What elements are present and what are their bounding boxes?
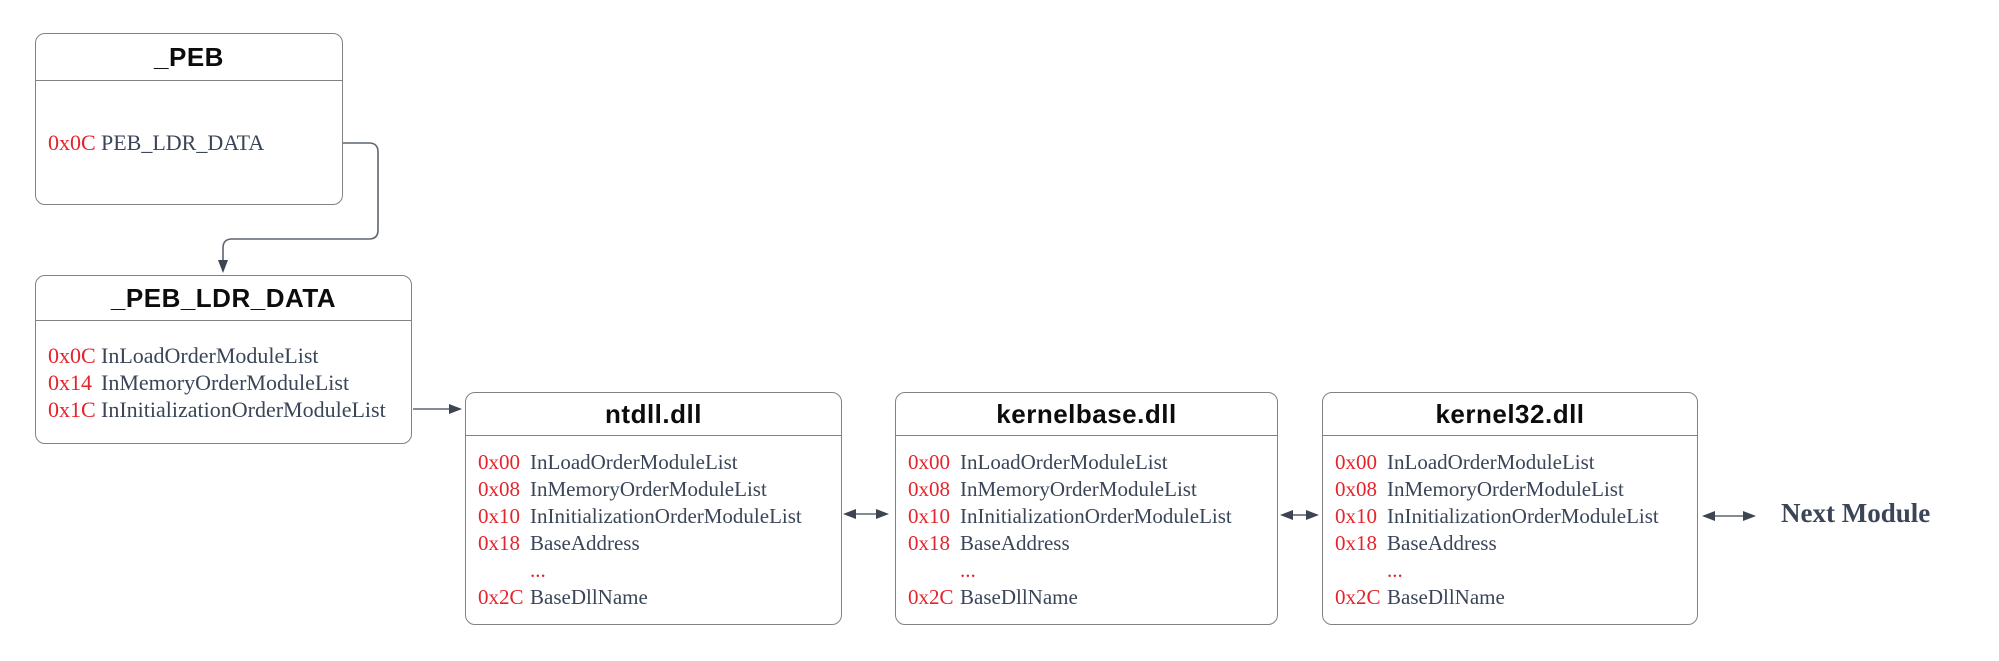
field-offset: 0x2C (478, 585, 524, 609)
field-name: BaseDllName (960, 585, 1078, 609)
field-name: InLoadOrderModuleList (1387, 450, 1595, 474)
peb-node-title: _PEB (36, 34, 342, 81)
field-name: InInitializationOrderModuleList (1387, 504, 1659, 528)
module-node-title: ntdll.dll (466, 393, 841, 436)
field-offset: 0x14 (48, 369, 92, 395)
peb-node-body: 0x0C PEB_LDR_DATA (36, 81, 342, 204)
field-offset: 0x10 (1335, 504, 1377, 528)
module-node-kernel32: kernel32.dll 0x00 InLoadOrderModuleList … (1322, 392, 1698, 625)
next-module-label: Next Module (1781, 498, 1931, 528)
struct-field-row: 0x18 BaseAddress (1335, 530, 1685, 557)
field-offset: 0x2C (1335, 585, 1381, 609)
field-name: BaseAddress (530, 531, 640, 555)
peb-ldr-data-node-body: 0x0C InLoadOrderModuleList 0x14 InMemory… (36, 321, 411, 443)
field-name: InMemoryOrderModuleList (1387, 477, 1624, 501)
field-name: PEB_LDR_DATA (101, 130, 265, 155)
field-name: BaseDllName (530, 585, 648, 609)
field-offset: 0x2C (908, 585, 954, 609)
field-offset: 0x10 (478, 504, 520, 528)
field-name: ... (960, 558, 976, 582)
field-offset: 0x08 (478, 477, 520, 501)
struct-field-row: 0x0C InLoadOrderModuleList (48, 342, 399, 369)
module-node-body: 0x00 InLoadOrderModuleList 0x08 InMemory… (1323, 436, 1697, 624)
field-name: BaseDllName (1387, 585, 1505, 609)
struct-field-row: 0x08 InMemoryOrderModuleList (478, 476, 829, 503)
field-offset: 0x18 (1335, 531, 1377, 555)
struct-field-row: 0x10 InInitializationOrderModuleList (908, 503, 1265, 530)
field-name: ... (530, 558, 546, 582)
field-name: BaseAddress (960, 531, 1070, 555)
field-offset: 0x00 (478, 450, 520, 474)
field-offset: 0x18 (908, 531, 950, 555)
field-offset: 0x00 (1335, 450, 1377, 474)
struct-field-row: 0x10 InInitializationOrderModuleList (478, 503, 829, 530)
field-offset: 0x0C (48, 130, 96, 155)
field-name: InInitializationOrderModuleList (101, 396, 386, 422)
struct-field-row-ellipsis: ... (478, 557, 829, 584)
field-name: ... (1387, 558, 1403, 582)
struct-field-row: 0x00 InLoadOrderModuleList (1335, 449, 1685, 476)
struct-field-row: 0x0C PEB_LDR_DATA (48, 129, 330, 156)
module-node-body: 0x00 InLoadOrderModuleList 0x08 InMemory… (896, 436, 1277, 624)
field-offset: 0x18 (478, 531, 520, 555)
field-offset: 0x1C (48, 396, 96, 422)
field-offset: 0x0C (48, 342, 96, 368)
struct-field-row: 0x08 InMemoryOrderModuleList (908, 476, 1265, 503)
module-node-title: kernel32.dll (1323, 393, 1697, 436)
field-offset: 0x08 (908, 477, 950, 501)
struct-field-row: 0x00 InLoadOrderModuleList (478, 449, 829, 476)
struct-field-row: 0x18 BaseAddress (478, 530, 829, 557)
field-offset: 0x10 (908, 504, 950, 528)
struct-field-row: 0x08 InMemoryOrderModuleList (1335, 476, 1685, 503)
struct-field-row: 0x1C InInitializationOrderModuleList (48, 396, 399, 423)
struct-field-row: 0x18 BaseAddress (908, 530, 1265, 557)
field-offset: 0x08 (1335, 477, 1377, 501)
field-name: BaseAddress (1387, 531, 1497, 555)
field-name: InMemoryOrderModuleList (101, 369, 350, 395)
field-offset: 0x00 (908, 450, 950, 474)
field-name: InInitializationOrderModuleList (530, 504, 802, 528)
struct-field-row: 0x00 InLoadOrderModuleList (908, 449, 1265, 476)
struct-field-row: 0x10 InInitializationOrderModuleList (1335, 503, 1685, 530)
struct-field-row: 0x2C BaseDllName (908, 584, 1265, 611)
struct-field-row-ellipsis: ... (1335, 557, 1685, 584)
field-name: InLoadOrderModuleList (101, 342, 319, 368)
struct-field-row: 0x14 InMemoryOrderModuleList (48, 369, 399, 396)
peb-node: _PEB 0x0C PEB_LDR_DATA (35, 33, 343, 205)
module-node-body: 0x00 InLoadOrderModuleList 0x08 InMemory… (466, 436, 841, 624)
field-name: InMemoryOrderModuleList (960, 477, 1197, 501)
module-node-ntdll: ntdll.dll 0x00 InLoadOrderModuleList 0x0… (465, 392, 842, 625)
field-name: InLoadOrderModuleList (960, 450, 1168, 474)
module-node-title: kernelbase.dll (896, 393, 1277, 436)
struct-field-row-ellipsis: ... (908, 557, 1265, 584)
field-name: InInitializationOrderModuleList (960, 504, 1232, 528)
field-name: InLoadOrderModuleList (530, 450, 738, 474)
peb-ldr-data-node: _PEB_LDR_DATA 0x0C InLoadOrderModuleList… (35, 275, 412, 444)
struct-field-row: 0x2C BaseDllName (478, 584, 829, 611)
struct-field-row: 0x2C BaseDllName (1335, 584, 1685, 611)
peb-ldr-data-node-title: _PEB_LDR_DATA (36, 276, 411, 321)
module-node-kernelbase: kernelbase.dll 0x00 InLoadOrderModuleLis… (895, 392, 1278, 625)
field-name: InMemoryOrderModuleList (530, 477, 767, 501)
